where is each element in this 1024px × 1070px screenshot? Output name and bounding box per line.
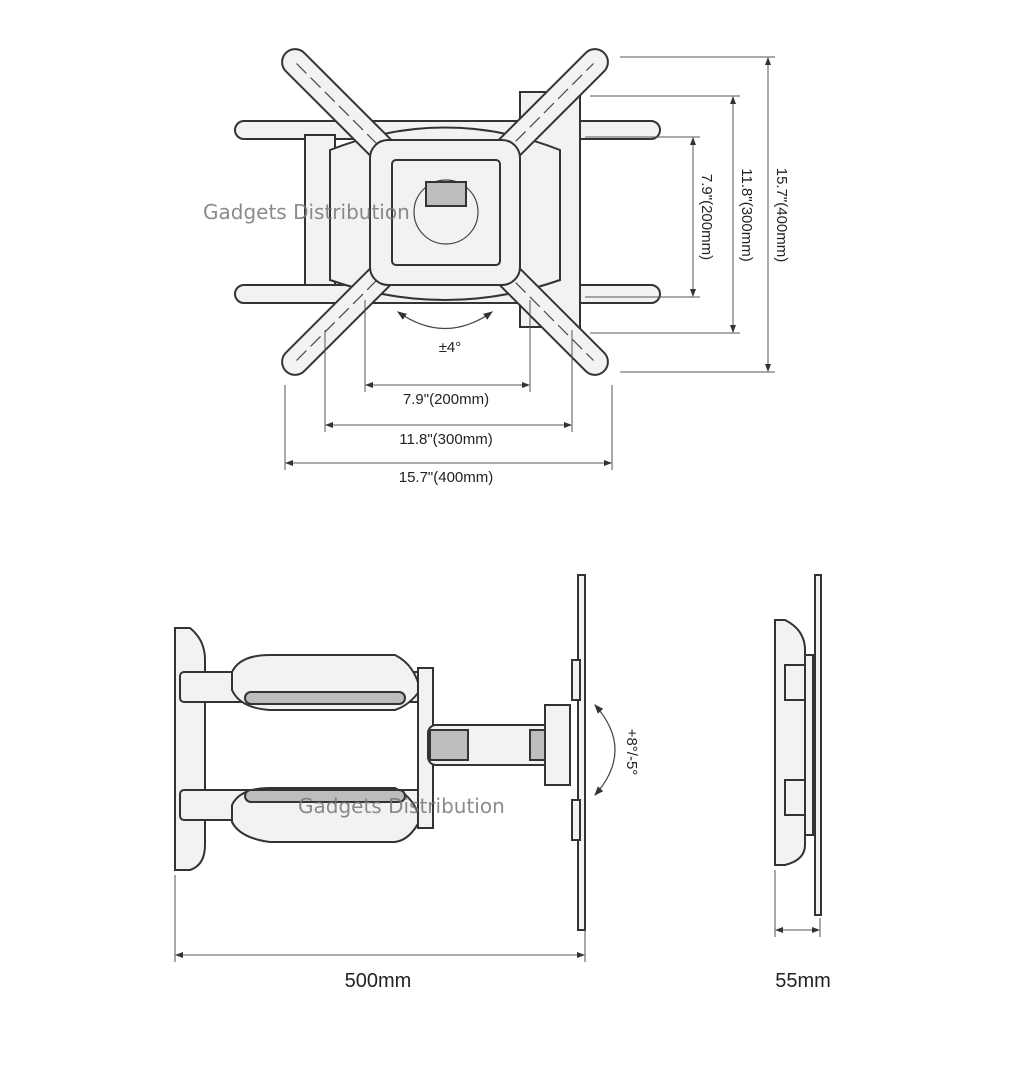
tilt-arrow: ±4° [397, 311, 493, 356]
depth-label: 55mm [775, 970, 831, 992]
profile-view: 55mm [774, 574, 831, 992]
front-view: ±4° 7.9"(200mm) 11.8"(300mm) 15.7"(400mm… [203, 48, 790, 486]
watermark-bottom: Gadgets Distribution [298, 794, 505, 818]
vertical-dim-400: 15.7"(400mm) [773, 168, 790, 263]
extension-dimension: 500mm [174, 875, 586, 992]
vertical-dim-200: 7.9"(200mm) [698, 174, 715, 260]
depth-dimension: 55mm [774, 870, 831, 992]
vertical-dimensions: 7.9"(200mm) 11.8"(300mm) 15.7"(400mm) [585, 56, 790, 373]
front-tilt-label: ±4° [439, 339, 462, 356]
watermark-top: Gadgets Distribution [203, 200, 410, 224]
side-wall-plate [174, 627, 206, 871]
horizontal-dimensions: 7.9"(200mm) 11.8"(300mm) 15.7"(400mm) [284, 300, 613, 486]
extension-label: 500mm [345, 970, 412, 992]
side-tilt-arrow: +8°/-5° [594, 704, 640, 796]
side-view: +8°/-5° 500mm Gadgets Distribution [174, 574, 640, 992]
side-tv-bracket [571, 574, 586, 931]
side-tilt-label: +8°/-5° [623, 729, 640, 776]
horizontal-dim-300: 11.8"(300mm) [399, 431, 492, 448]
horizontal-dim-400: 15.7"(400mm) [399, 469, 494, 486]
vertical-dim-300: 11.8"(300mm) [738, 168, 755, 261]
side-arms [179, 654, 571, 843]
horizontal-dim-200: 7.9"(200mm) [403, 391, 489, 408]
center-plate [369, 139, 521, 286]
